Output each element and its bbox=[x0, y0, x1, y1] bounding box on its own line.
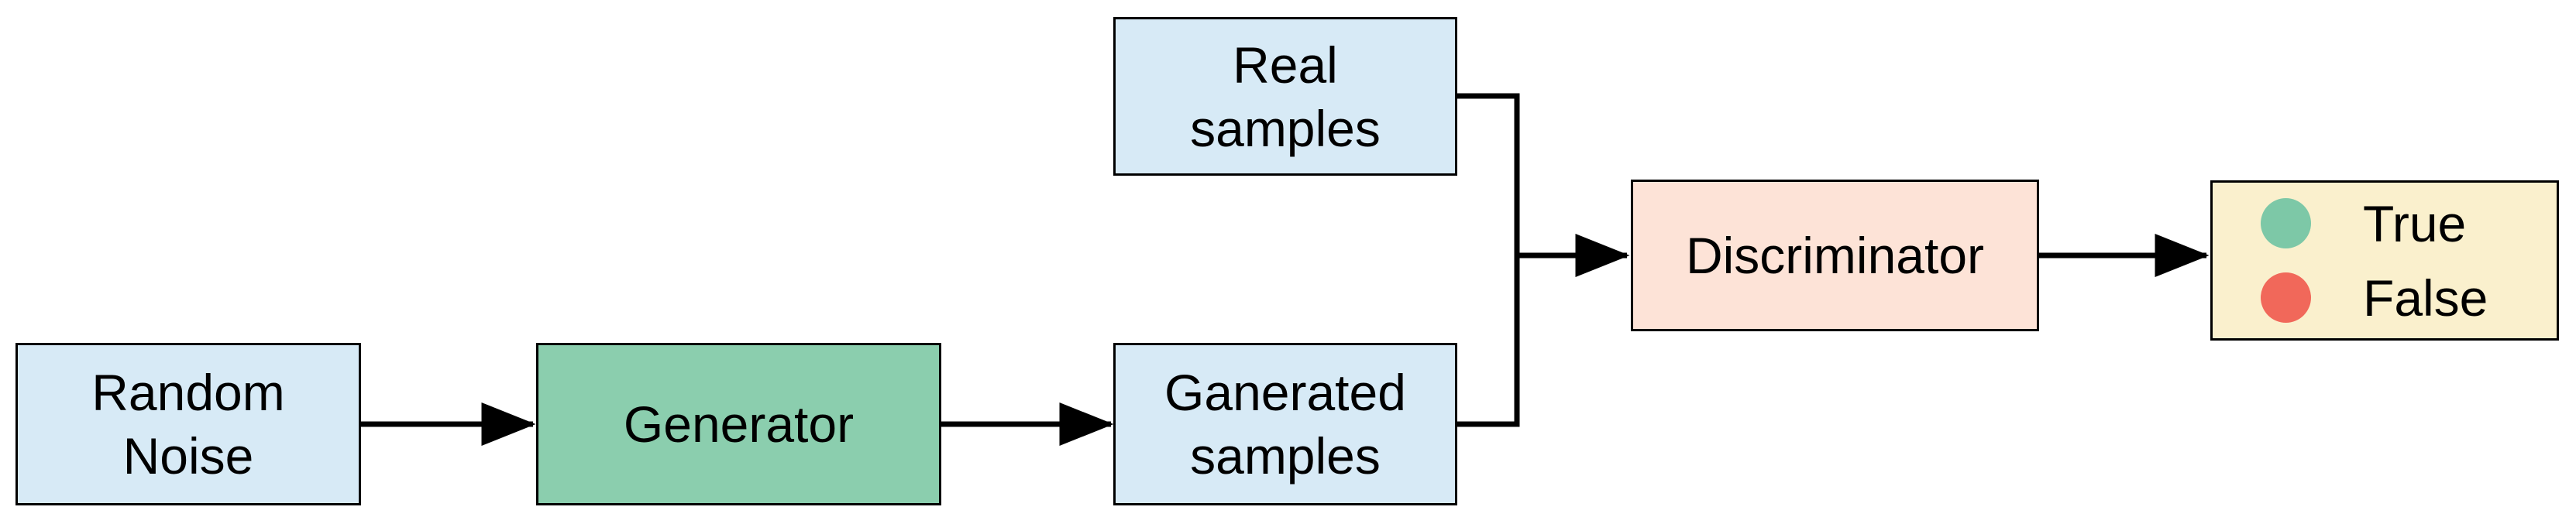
node-random-noise: Random Noise bbox=[15, 343, 361, 505]
junction-bracket-samples bbox=[1456, 93, 1520, 427]
node-discriminator: Discriminator bbox=[1631, 180, 2039, 331]
node-ganerated-samples: Ganerated samples bbox=[1113, 343, 1457, 505]
legend-item-false-label: False bbox=[2363, 269, 2488, 327]
node-real-samples-label: Real samples bbox=[1190, 36, 1381, 157]
legend-item-true-label: True bbox=[2363, 194, 2467, 252]
false-dot-icon bbox=[2261, 272, 2311, 323]
node-real-samples: Real samples bbox=[1113, 17, 1457, 176]
node-discriminator-label: Discriminator bbox=[1685, 227, 1985, 284]
node-generator: Generator bbox=[536, 343, 941, 505]
node-generator-label: Generator bbox=[623, 396, 855, 453]
legend-item-true: True bbox=[2261, 198, 2557, 249]
legend-item-false: False bbox=[2261, 272, 2557, 324]
node-random-noise-label: Random Noise bbox=[91, 364, 285, 485]
node-output-legend: True False bbox=[2210, 180, 2559, 341]
true-dot-icon bbox=[2261, 198, 2311, 248]
node-ganerated-samples-label: Ganerated samples bbox=[1164, 364, 1406, 485]
